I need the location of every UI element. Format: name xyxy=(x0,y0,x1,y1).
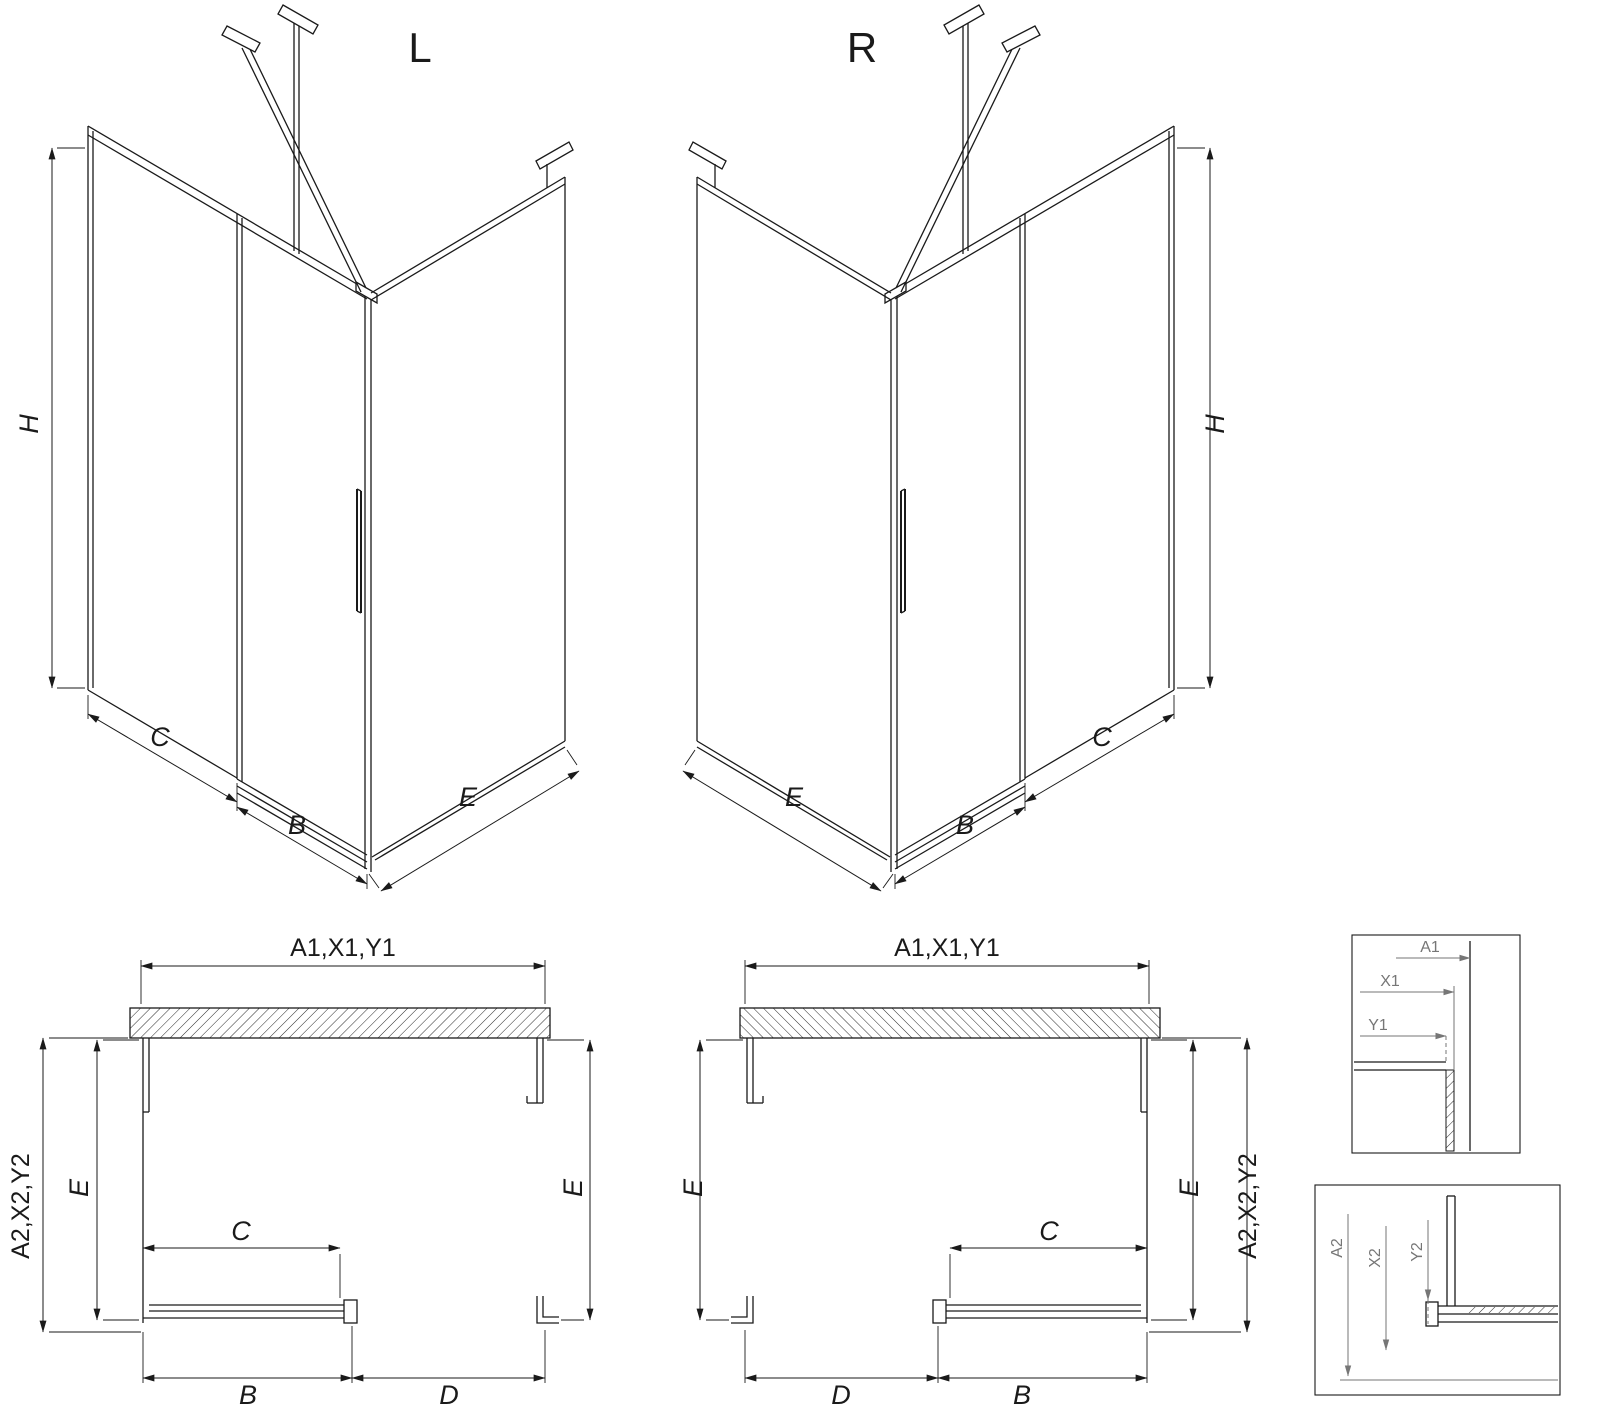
iso-right-dim-h: H xyxy=(1200,414,1230,434)
iso-left-dim-h: H xyxy=(14,414,44,434)
glass-section-hatch xyxy=(1468,1307,1558,1313)
plan-right-dim-a1: A1,X1,Y1 xyxy=(894,934,1000,962)
plan-right-dim-a2: A2,X2,Y2 xyxy=(1234,1153,1262,1259)
iso-left-dim-b: B xyxy=(288,810,306,840)
detail-dim-a1: A1 xyxy=(1420,939,1440,956)
iso-left-dim-e: E xyxy=(459,782,478,812)
iso-view-left: L H C B E xyxy=(14,5,579,891)
detail-dim-a2: A2 xyxy=(1329,1238,1346,1258)
detail-floor-profile: A2 X2 Y2 xyxy=(1314,1184,1561,1396)
plan-right-dim-b: B xyxy=(1013,1380,1031,1410)
detail-dim-y1: Y1 xyxy=(1368,1017,1388,1034)
detail-dim-y2: Y2 xyxy=(1409,1242,1426,1262)
plan-view-right: A1,X1,Y1 A2,X2,Y2 E E C B D xyxy=(678,934,1262,1410)
detail-wall-profile: A1 X1 Y1 xyxy=(1351,934,1521,1154)
iso-left-dim-c: C xyxy=(150,722,170,752)
plan-left-dim-d: D xyxy=(439,1380,459,1410)
plan-left-dim-c: C xyxy=(231,1216,251,1246)
iso-right-dim-c: C xyxy=(1092,722,1112,752)
plan-right-dim-d: D xyxy=(831,1380,851,1410)
glass-section-hatch xyxy=(1445,1069,1455,1152)
detail-dim-x2: X2 xyxy=(1367,1248,1384,1268)
plan-left-dim-e-right: E xyxy=(558,1178,588,1197)
plan-right-dim-e-right: E xyxy=(1174,1178,1204,1197)
plan-left-dim-a2: A2,X2,Y2 xyxy=(7,1153,35,1259)
plan-left-dim-b: B xyxy=(239,1380,257,1410)
plan-right-dim-c: C xyxy=(1039,1216,1059,1246)
plan-left-dim-e-left: E xyxy=(64,1178,94,1197)
detail-dim-x1: X1 xyxy=(1380,973,1400,990)
iso-right-dim-b: B xyxy=(956,810,974,840)
iso-right-title: R xyxy=(847,24,877,71)
plan-view-left: A1,X1,Y1 A2,X2,Y2 E E C B D xyxy=(7,934,590,1410)
iso-view-right: R H C B E xyxy=(683,5,1230,891)
plan-right-dim-e-left: E xyxy=(678,1178,708,1197)
iso-right-dim-e: E xyxy=(785,782,804,812)
plan-left-dim-a1: A1,X1,Y1 xyxy=(290,934,396,962)
iso-left-title: L xyxy=(408,24,431,71)
